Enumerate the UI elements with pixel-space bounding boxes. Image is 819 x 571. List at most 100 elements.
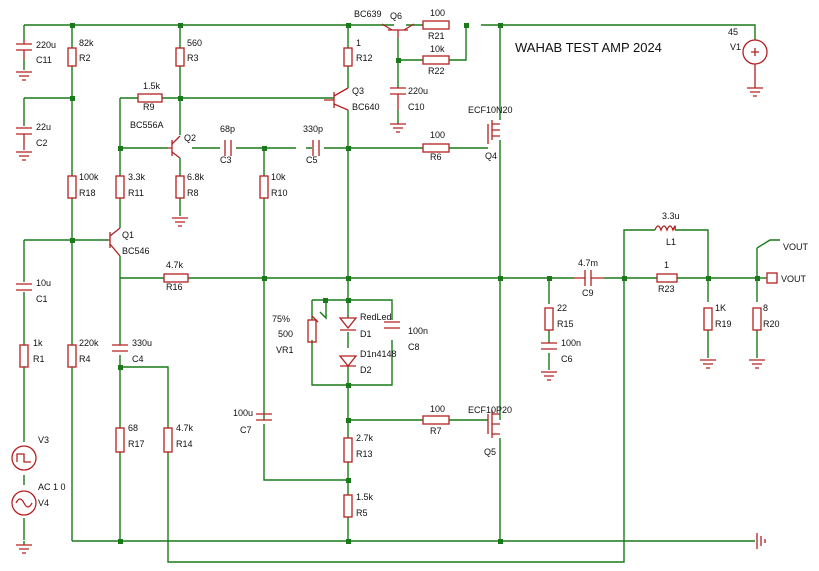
resistor-r13 <box>343 437 353 463</box>
label-l1-ref: L1 <box>666 237 676 247</box>
capacitor-c10 <box>390 87 406 110</box>
label-vr1-setting: 75% <box>272 314 290 324</box>
capacitor-c2 <box>16 127 32 150</box>
label-q1-ref: Q1 <box>122 230 134 240</box>
label-q4-value: ECF10N20 <box>468 105 513 115</box>
ground-r8 <box>172 217 188 227</box>
label-c10-ref: C10 <box>408 102 425 112</box>
ground-main <box>756 533 766 549</box>
label-r14-ref: R14 <box>176 439 193 449</box>
label-r21-value: 100 <box>430 8 445 18</box>
label-r5-ref: R5 <box>356 508 368 518</box>
port-vout-label-2: VOUT <box>781 274 807 284</box>
resistor-r18 <box>67 175 77 199</box>
diode-d2 <box>338 355 358 368</box>
transistor-q1 <box>108 227 121 257</box>
label-q3-ref: Q3 <box>352 86 364 96</box>
label-c5-value: 330p <box>303 124 323 134</box>
junctions <box>70 23 760 544</box>
label-c8-ref: C8 <box>408 342 420 352</box>
resistor-r7 <box>422 415 450 425</box>
label-c7-ref: C7 <box>240 425 252 435</box>
label-r13-ref: R13 <box>356 449 373 459</box>
label-r19-value: 1K <box>715 303 726 313</box>
transistor-q5 <box>487 410 500 438</box>
label-r4-value: 220k <box>79 338 99 348</box>
source-v4 <box>11 490 37 516</box>
capacitor-c9 <box>574 270 604 286</box>
diode-d1 <box>338 317 358 331</box>
capacitor-c4 <box>112 344 128 352</box>
label-r10-value: 10k <box>271 172 286 182</box>
label-r8-value: 6.8k <box>187 172 205 182</box>
label-r2-value: 82k <box>79 38 94 48</box>
port-vout-label-1: VOUT <box>783 242 809 252</box>
label-r19-ref: R19 <box>715 319 732 329</box>
label-r21-ref: R21 <box>428 31 445 41</box>
label-l1-value: 3.3u <box>662 211 680 221</box>
label-r9-ref: R9 <box>143 102 155 112</box>
label-r16-ref: R16 <box>166 282 183 292</box>
label-v4-ref: V4 <box>38 498 49 508</box>
resistor-r21 <box>422 20 450 30</box>
label-r2-ref: R2 <box>79 53 91 63</box>
resistor-r23 <box>656 273 678 283</box>
label-c2-value: 22u <box>36 122 51 132</box>
label-v4-value: AC 1 0 <box>38 482 66 492</box>
resistor-r4 <box>67 344 77 368</box>
capacitor-c8 <box>384 321 400 329</box>
label-r23-value: 1 <box>664 260 669 270</box>
resistor-r5 <box>343 494 353 518</box>
label-v1-value: 45 <box>728 27 738 37</box>
label-r7-ref: R7 <box>430 426 442 436</box>
capacitor-c5 <box>312 140 320 156</box>
label-r16-value: 4.7k <box>166 260 184 270</box>
label-r18-ref: R18 <box>79 188 96 198</box>
capacitors <box>16 40 604 421</box>
transistor-q3 <box>324 87 349 111</box>
resistor-r17 <box>115 427 125 453</box>
label-c11-value: 220u <box>36 40 56 50</box>
label-c1-ref: C1 <box>36 294 48 304</box>
label-r6-value: 100 <box>430 130 445 140</box>
label-r13-value: 2.7k <box>356 433 374 443</box>
label-q3-value: BC640 <box>352 102 380 112</box>
label-q5-value: ECF10P20 <box>468 405 512 415</box>
label-r4-ref: R4 <box>79 354 91 364</box>
label-c4-value: 330u <box>132 338 152 348</box>
label-r10-ref: R10 <box>271 188 288 198</box>
label-q2-value: BC556A <box>130 120 164 130</box>
transistor-q2 <box>168 135 181 159</box>
resistor-r11 <box>115 175 125 199</box>
label-c6-value: 100n <box>561 338 581 348</box>
capacitor-c11 <box>16 40 32 60</box>
label-r17-ref: R17 <box>128 439 145 449</box>
label-r14-value: 4.7k <box>176 423 194 433</box>
label-q1-value: BC546 <box>122 246 150 256</box>
resistor-r16 <box>163 273 189 283</box>
resistor-r6 <box>422 143 450 153</box>
label-c3-ref: C3 <box>220 155 232 165</box>
label-r12-value: 1 <box>356 38 361 48</box>
label-c6-ref: C6 <box>561 354 573 364</box>
resistor-r20 <box>752 307 762 331</box>
ground-c2 <box>16 151 32 161</box>
label-r20-value: 8 <box>763 303 768 313</box>
label-q4-ref: Q4 <box>485 151 497 161</box>
label-d1-value: RedLed <box>360 312 392 322</box>
resistor-r3 <box>175 47 185 67</box>
label-r11-value: 3.3k <box>128 172 146 182</box>
label-v3-ref: V3 <box>38 435 49 445</box>
capacitor-c6 <box>541 342 557 350</box>
source-v3 <box>11 445 37 471</box>
label-d2-ref: D2 <box>360 365 372 375</box>
resistor-r22 <box>422 55 450 65</box>
label-c2-ref: C2 <box>36 138 48 148</box>
label-vr1-ref: VR1 <box>276 345 294 355</box>
label-c3-value: 68p <box>220 124 235 134</box>
label-v1-ref: V1 <box>730 42 741 52</box>
resistor-r12 <box>343 47 353 67</box>
ground-c10 <box>390 123 406 133</box>
label-c11-ref: C11 <box>36 55 52 65</box>
